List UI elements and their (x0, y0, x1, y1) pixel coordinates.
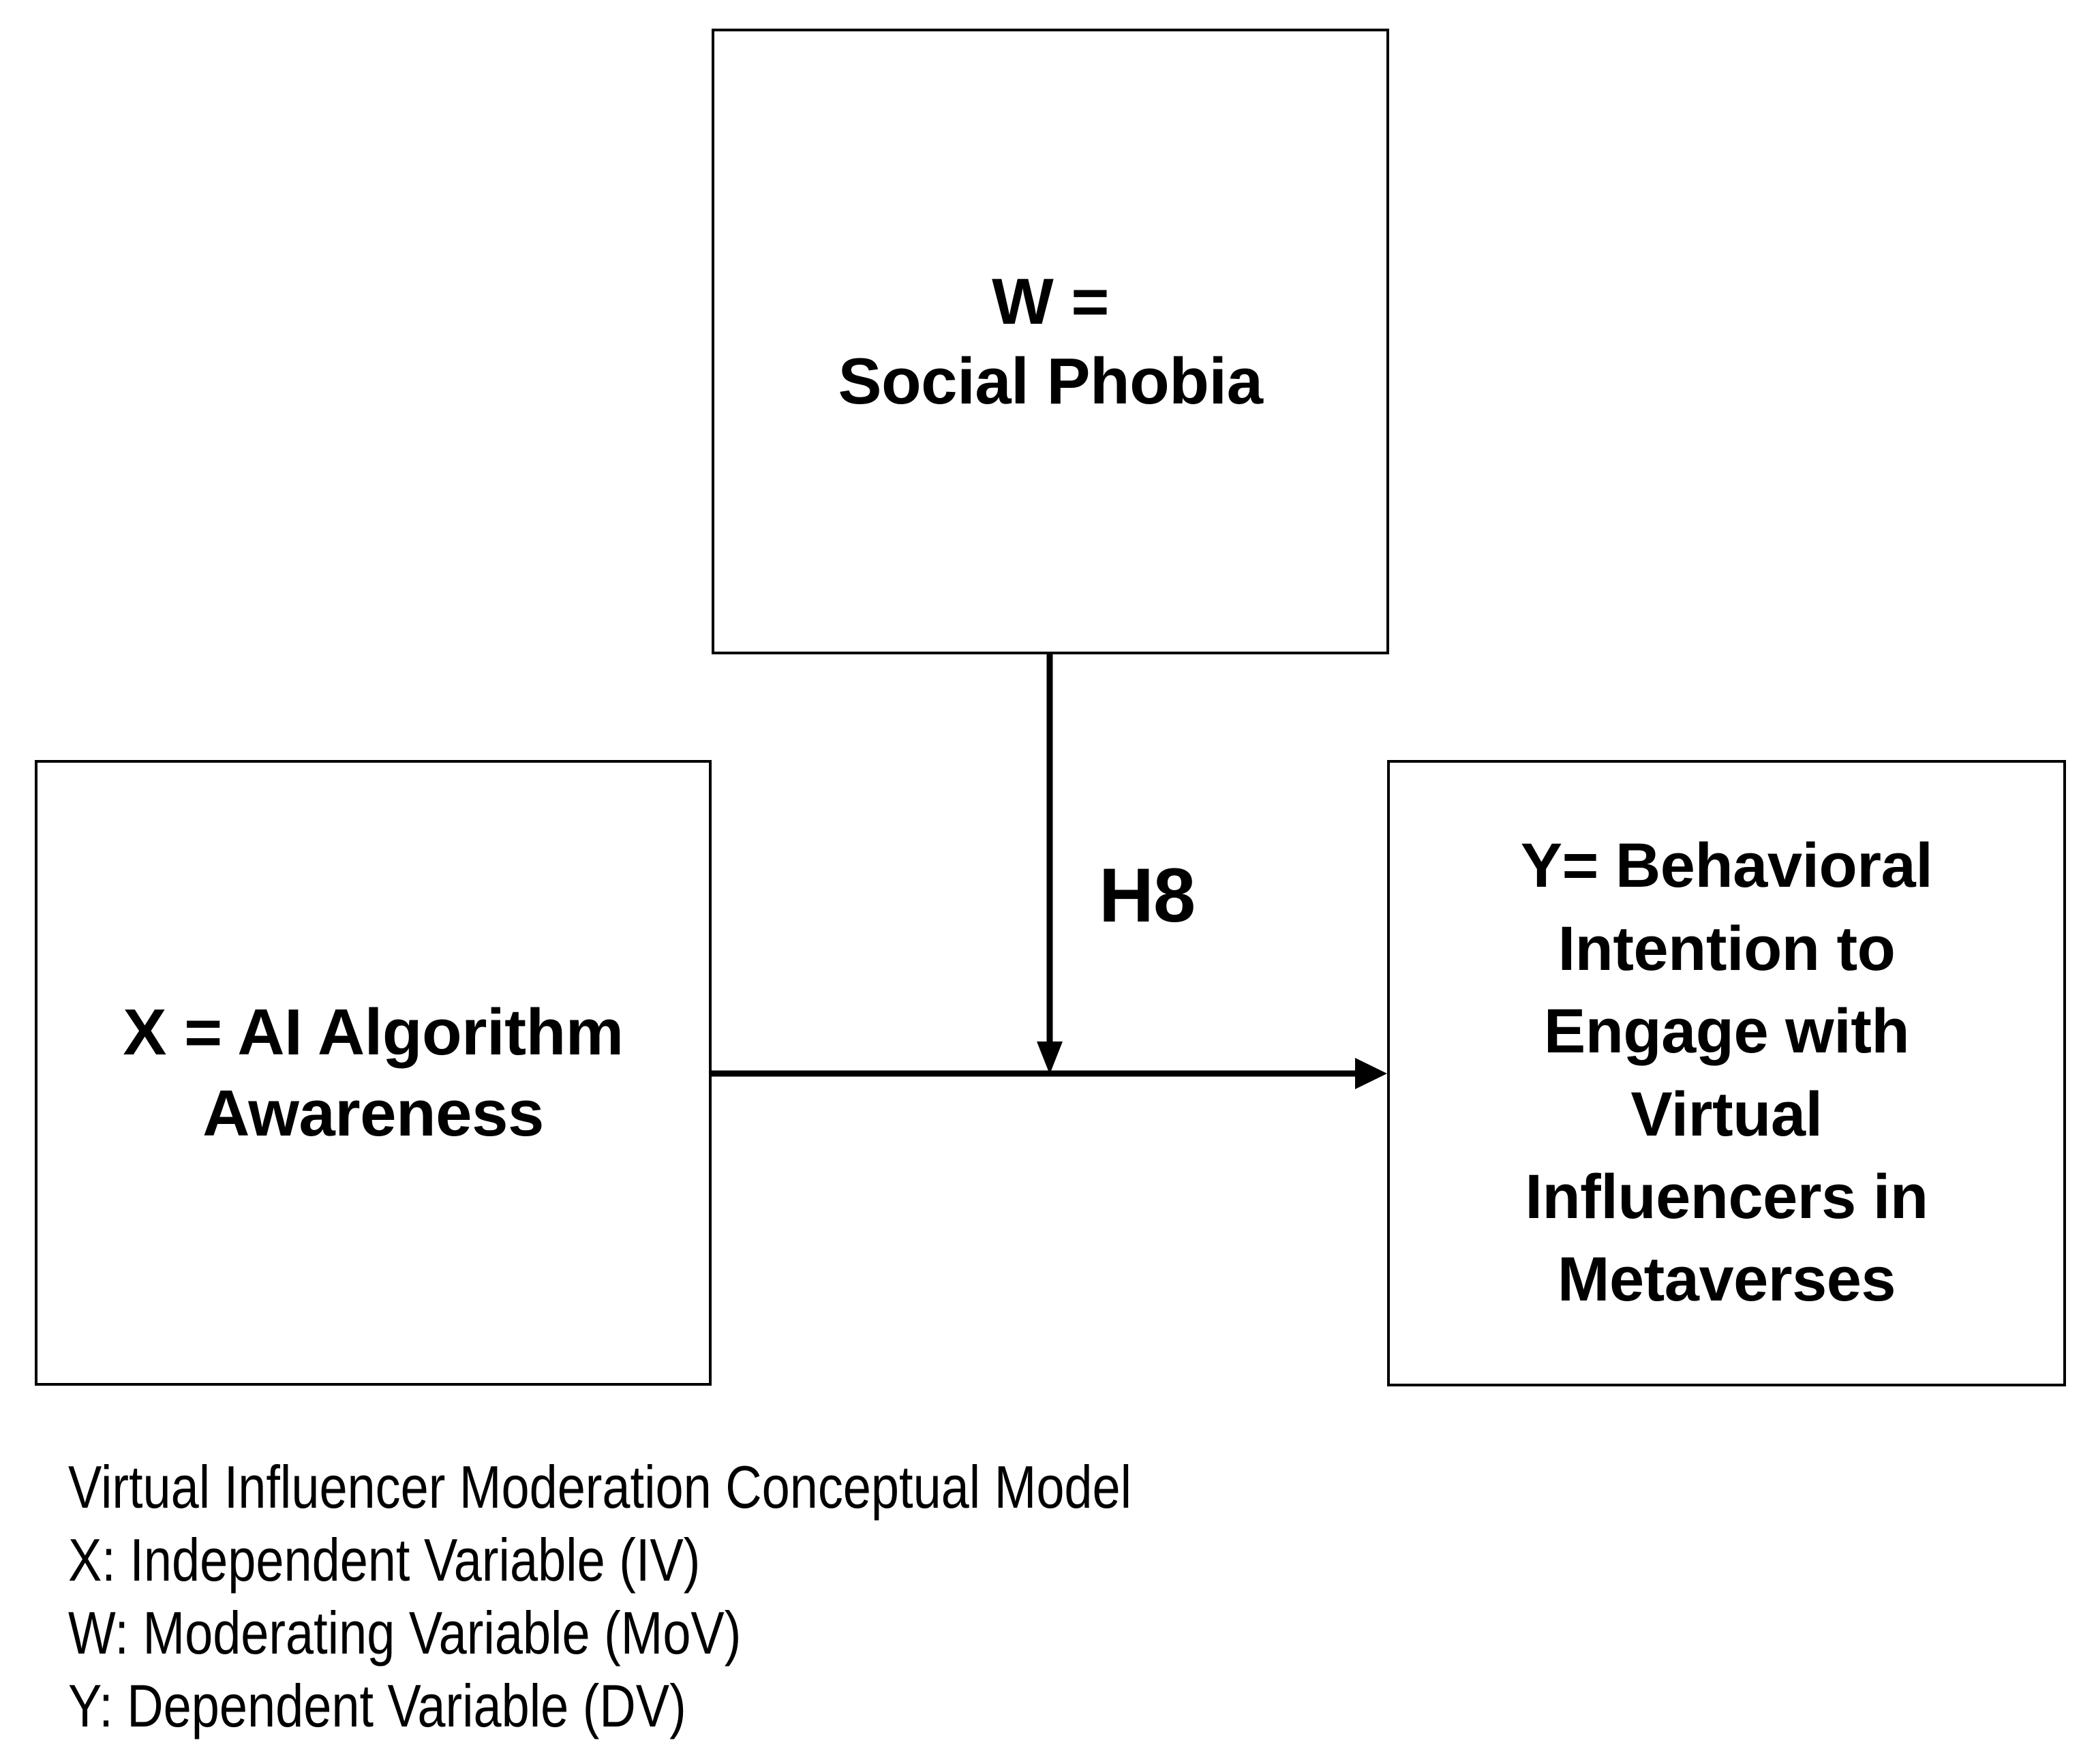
legend-line-mov: W: Moderating Variable (MoV) (68, 1599, 742, 1667)
node-label-moderator: W = Social Phobia (838, 264, 1263, 418)
node-label-independent: X = AI Algorithm Awareness (123, 995, 624, 1150)
edge-label-h8: H8 (1099, 853, 1196, 938)
legend-line-title: Virtual Influencer Moderation Conceptual… (68, 1453, 1132, 1521)
node-box-dependent[interactable]: Y= Behavioral Intention to Engage with V… (1387, 760, 2066, 1386)
node-box-moderator[interactable]: W = Social Phobia (712, 29, 1389, 654)
diagram-legend: Virtual Influencer Moderation Conceptual… (68, 1450, 1431, 1742)
legend-line-dv: Y: Dependent Variable (DV) (68, 1672, 686, 1739)
main-path-arrowhead-icon (1355, 1058, 1387, 1089)
node-label-dependent: Y= Behavioral Intention to Engage with V… (1520, 831, 1933, 1315)
node-box-independent[interactable]: X = AI Algorithm Awareness (35, 760, 712, 1386)
moderation-arrowhead-icon (1037, 1041, 1063, 1074)
legend-line-iv: X: Independent Variable (IV) (68, 1526, 701, 1594)
